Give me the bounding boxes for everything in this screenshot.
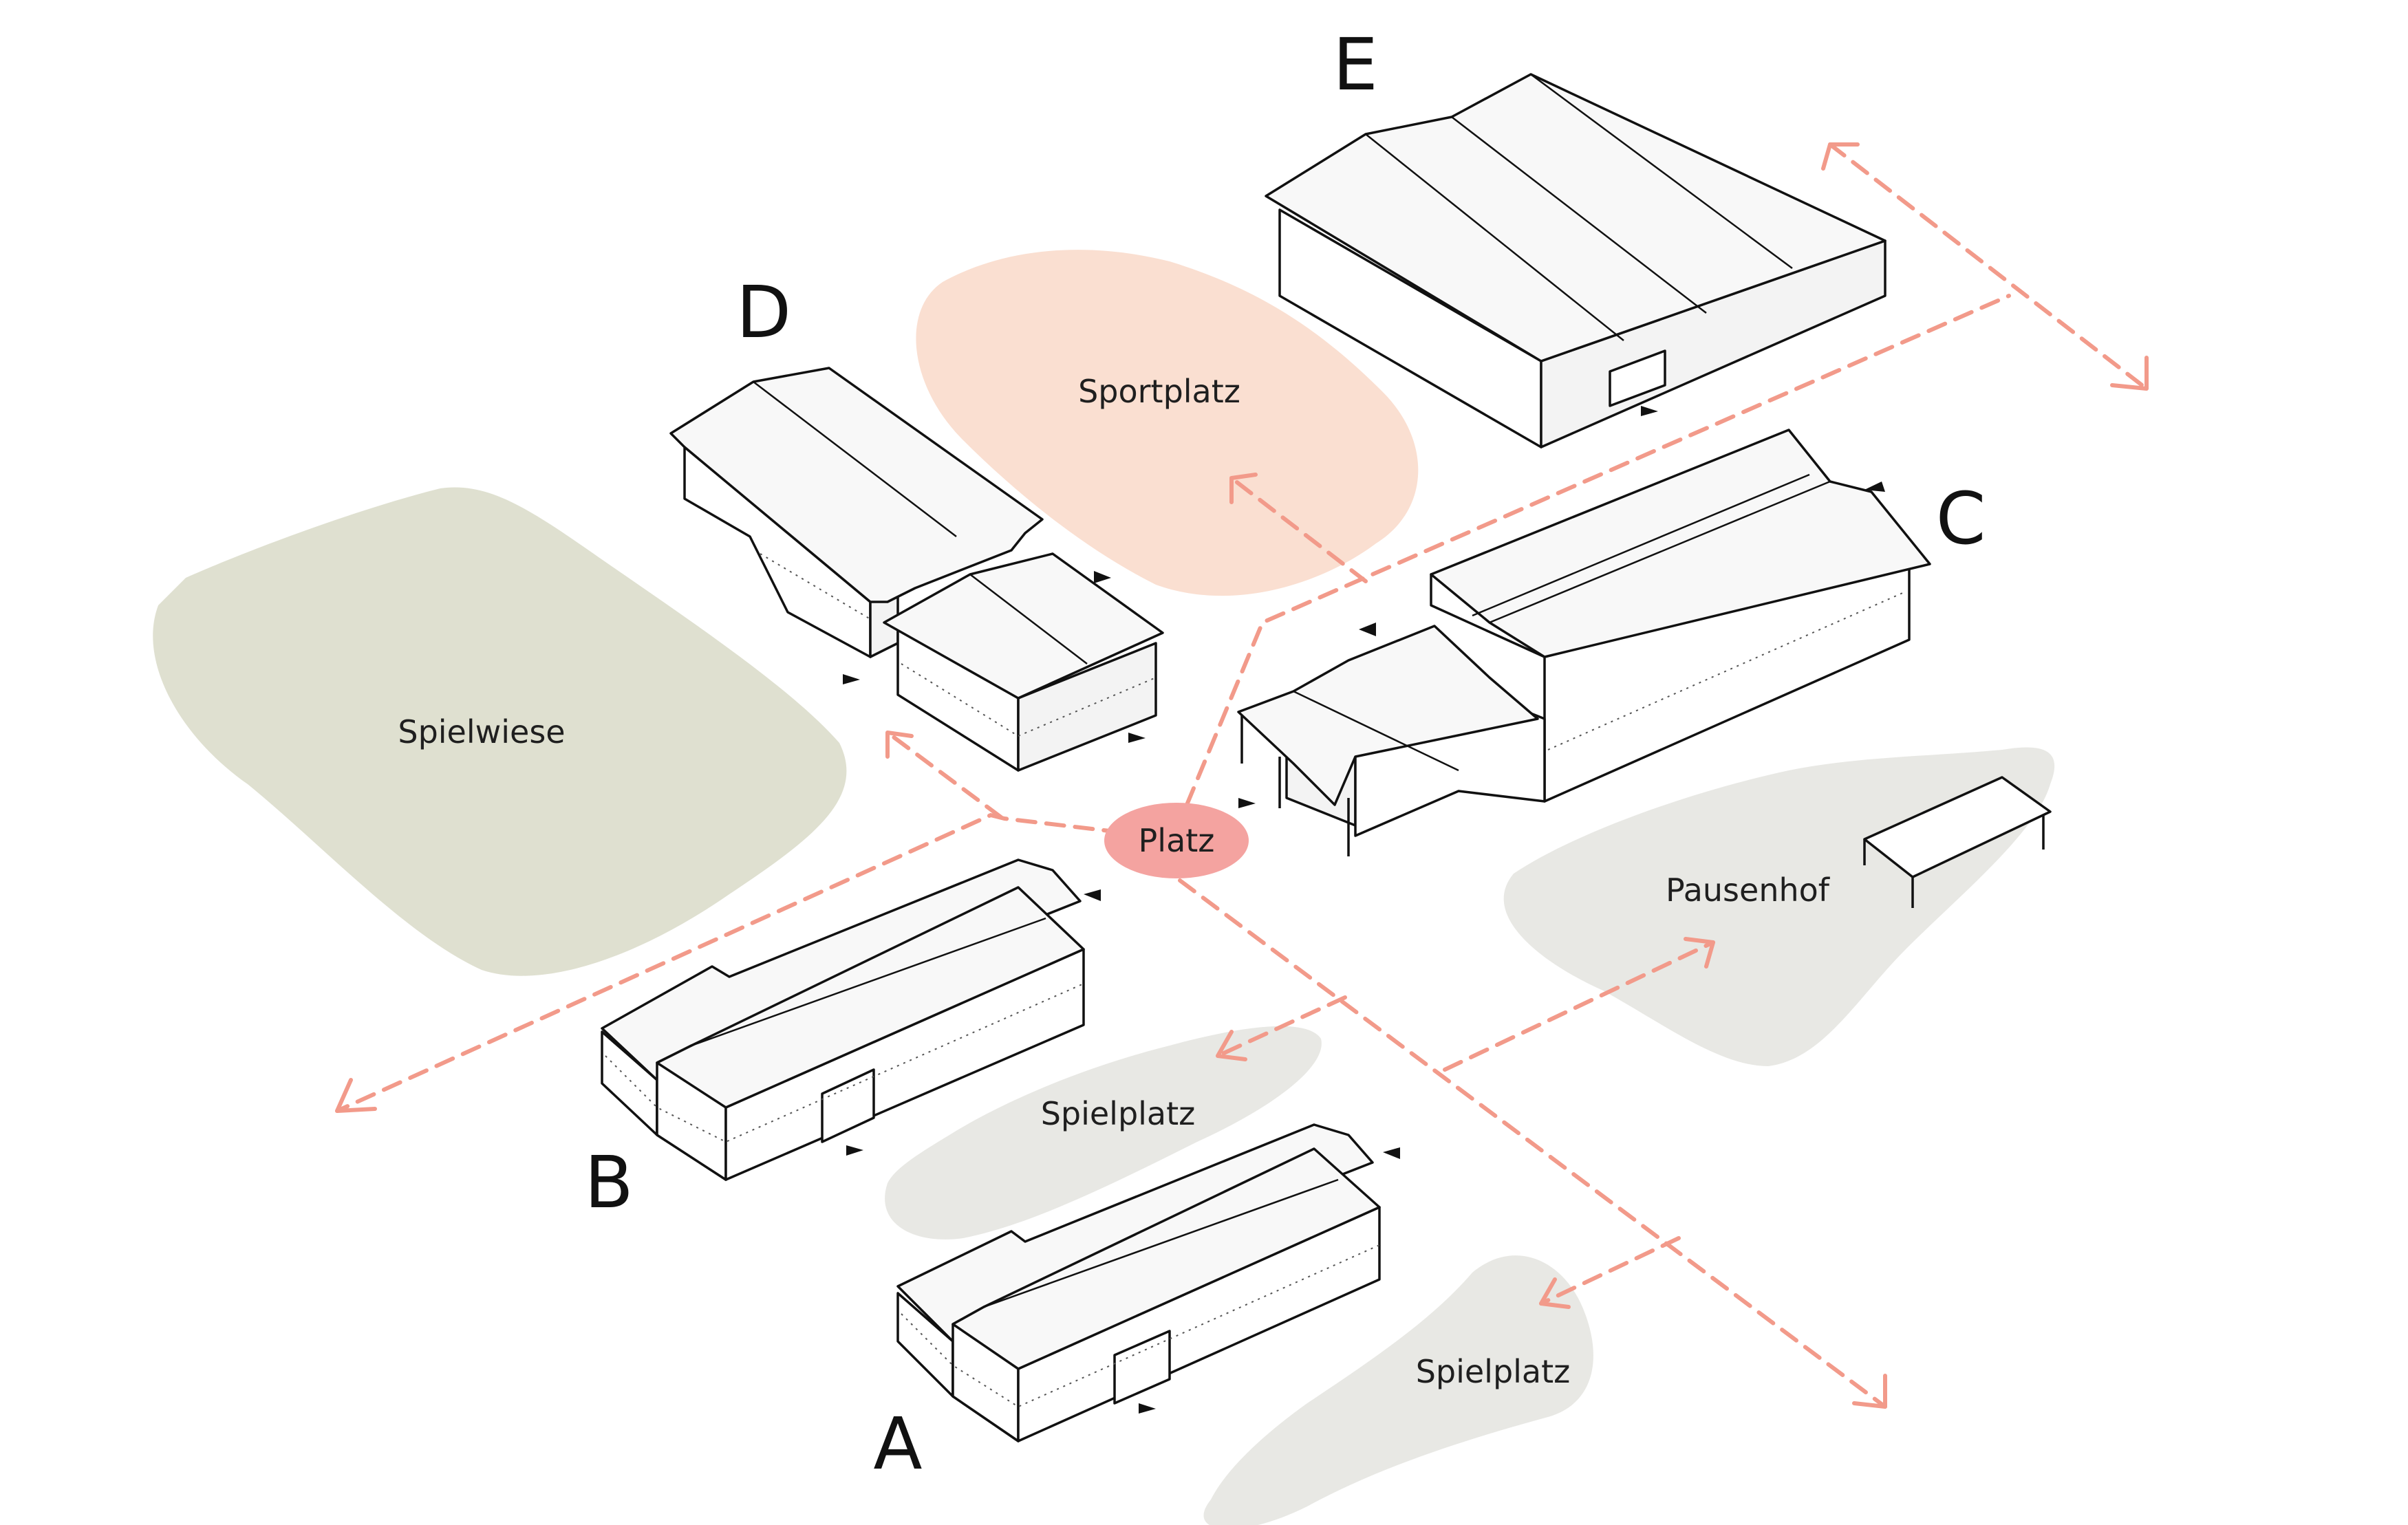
- arrowhead-sw: [335, 1078, 377, 1113]
- path-spielplatz-lower: [1539, 1236, 1681, 1306]
- building-label-d: D: [736, 270, 791, 354]
- spielplatz-area-upper: [885, 1026, 1322, 1240]
- sportplatz-area: [916, 250, 1419, 596]
- arrowhead-ne-up: [1821, 142, 1860, 171]
- building-label-e: E: [1333, 23, 1378, 107]
- circulation-paths: [335, 142, 2149, 1409]
- sportplatz-label: Sportplatz: [1078, 373, 1240, 410]
- arrowhead-se: [1852, 1374, 1887, 1409]
- arrowhead-sportplatz: [1229, 473, 1258, 504]
- path-ne-cross: [1828, 142, 2149, 391]
- platz-label: Platz: [1139, 822, 1215, 859]
- arrowhead-ne-down: [2110, 356, 2149, 391]
- spielwiese-area: [153, 487, 847, 976]
- arrowhead-pausenhof: [1684, 937, 1715, 969]
- platz-hub[interactable]: [1104, 803, 1249, 878]
- path-to-se: [1178, 878, 1887, 1409]
- building-b: [601, 858, 1101, 1181]
- path-spielwiese-branch: [885, 731, 1003, 819]
- building-a: [896, 1123, 1400, 1442]
- path-spielplatz-upper: [1216, 995, 1347, 1058]
- arrowhead-spielplatz-lower: [1539, 1277, 1571, 1309]
- building-e: [1265, 73, 1886, 448]
- spielplatz-area-lower: [1203, 1255, 1593, 1525]
- path-pausenhof: [1443, 940, 1715, 1072]
- spielplatz-label-lower: Spielplatz: [1416, 1353, 1571, 1390]
- spielwiese-label: Spielwiese: [398, 713, 565, 750]
- building-d: [669, 367, 1164, 772]
- spielplatz-label-upper: Spielplatz: [1041, 1095, 1196, 1132]
- path-to-sportplatz: [1185, 294, 2011, 807]
- building-label-a: A: [873, 1402, 922, 1486]
- building-c: [1237, 429, 1931, 856]
- path-sportplatz-branch: [1229, 476, 1368, 583]
- path-arrowheads: [335, 142, 2149, 1409]
- pausenhof-label: Pausenhof: [1666, 872, 1831, 909]
- arrowhead-spielplatz-upper: [1216, 1030, 1247, 1061]
- arrowhead-nw: [885, 731, 914, 759]
- pausenhof-shelter: [1863, 776, 2052, 908]
- building-label-b: B: [584, 1140, 633, 1224]
- building-label-c: C: [1936, 477, 1986, 561]
